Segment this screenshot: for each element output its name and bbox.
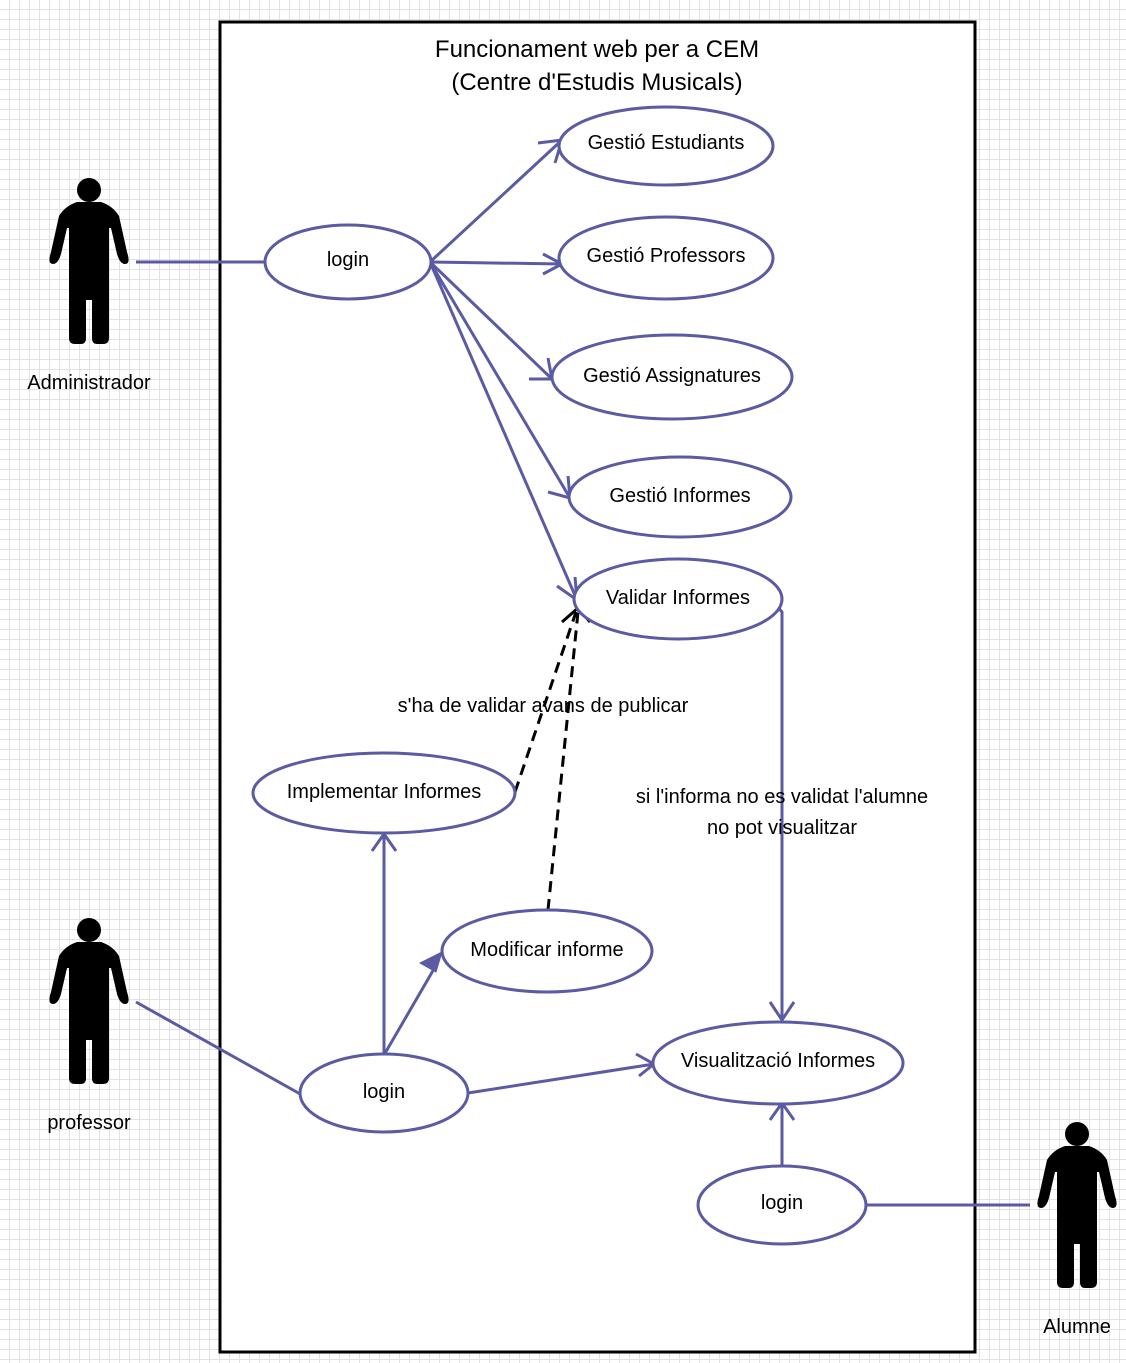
modificar-validar-dependency	[546, 611, 580, 911]
use-case-modificar-informe[interactable]: Modificar informe	[440, 908, 654, 994]
actor-alumne[interactable]: Alumne	[1037, 1122, 1117, 1338]
login-gestio-informes-line	[428, 261, 572, 499]
use-case-visualitzacio-informes[interactable]: Visualització Informes	[651, 1020, 905, 1106]
actor-figure-icon	[49, 178, 129, 344]
actor-administrador[interactable]: Administrador	[27, 178, 151, 394]
use-case-gestio-estudiants[interactable]: Gestió Estudiants	[557, 105, 775, 187]
use-case-label: Gestió Professors	[587, 245, 746, 267]
use-case-gestio-professors[interactable]: Gestió Professors	[557, 215, 775, 301]
login-gestio-assignatures-line	[428, 260, 554, 381]
login-gestio-estudiants-line	[428, 138, 564, 264]
system-title-line2: (Centre d'Estudis Musicals)	[451, 69, 742, 96]
actor-figure-icon	[49, 918, 129, 1084]
login-gestio-professors-line	[429, 260, 563, 266]
use-case-label: Gestió Estudiants	[588, 132, 745, 154]
system-title-line1: Funcionament web per a CEM	[435, 36, 759, 63]
use-case-implementar-informes[interactable]: Implementar Informes	[251, 751, 517, 835]
use-case-label: login	[327, 249, 369, 271]
implementar-validar-dependency	[513, 611, 578, 793]
use-case-login-professor[interactable]: login	[298, 1052, 470, 1134]
actor-label: professor	[47, 1112, 131, 1134]
filled-arrowhead	[418, 951, 443, 973]
use-case-login-alumne[interactable]: login	[696, 1164, 868, 1246]
use-case-validar-informes[interactable]: Validar Informes	[572, 557, 784, 641]
use-case-label: login	[363, 1081, 405, 1103]
system-boundary	[218, 20, 977, 1354]
actor-figure-icon	[1037, 1122, 1117, 1288]
use-case-gestio-assignatures[interactable]: Gestió Assignatures	[550, 333, 794, 421]
arrowhead	[768, 1001, 796, 1023]
actor-label: Administrador	[27, 372, 151, 394]
actor-professor[interactable]: professor	[47, 918, 131, 1134]
actor-label: Alumne	[1043, 1316, 1111, 1338]
professor-login-association	[135, 1000, 303, 1097]
use-case-gestio-informes[interactable]: Gestió Informes	[567, 455, 793, 539]
use-case-label: Modificar informe	[470, 939, 623, 961]
use-case-label: login	[761, 1192, 803, 1214]
use-case-label: Visualització Informes	[681, 1050, 875, 1072]
login-visualitzacio-line	[467, 1062, 655, 1095]
use-case-login-admin[interactable]: login	[263, 223, 433, 301]
use-case-label: Validar Informes	[606, 587, 750, 609]
condition-note-line1: si l'informa no es validat l'alumne	[636, 786, 928, 808]
use-case-label: Gestió Informes	[609, 485, 750, 507]
condition-note-line2: no pot visualitzar	[707, 817, 857, 839]
validation-note: s'ha de validar avans de publicar	[398, 695, 689, 717]
login-modificar-line	[382, 961, 440, 1056]
login-validar-informes-line	[428, 261, 579, 601]
use-case-label: Gestió Assignatures	[583, 365, 761, 387]
use-case-label: Implementar Informes	[287, 781, 482, 803]
